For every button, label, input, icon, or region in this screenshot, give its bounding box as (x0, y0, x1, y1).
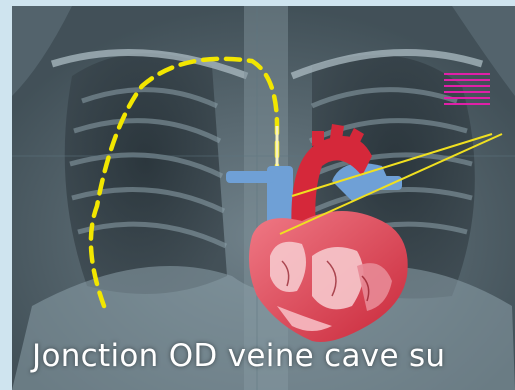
chest-xray-image (12, 6, 515, 390)
caption-text: Jonction OD veine cave su (32, 338, 445, 374)
